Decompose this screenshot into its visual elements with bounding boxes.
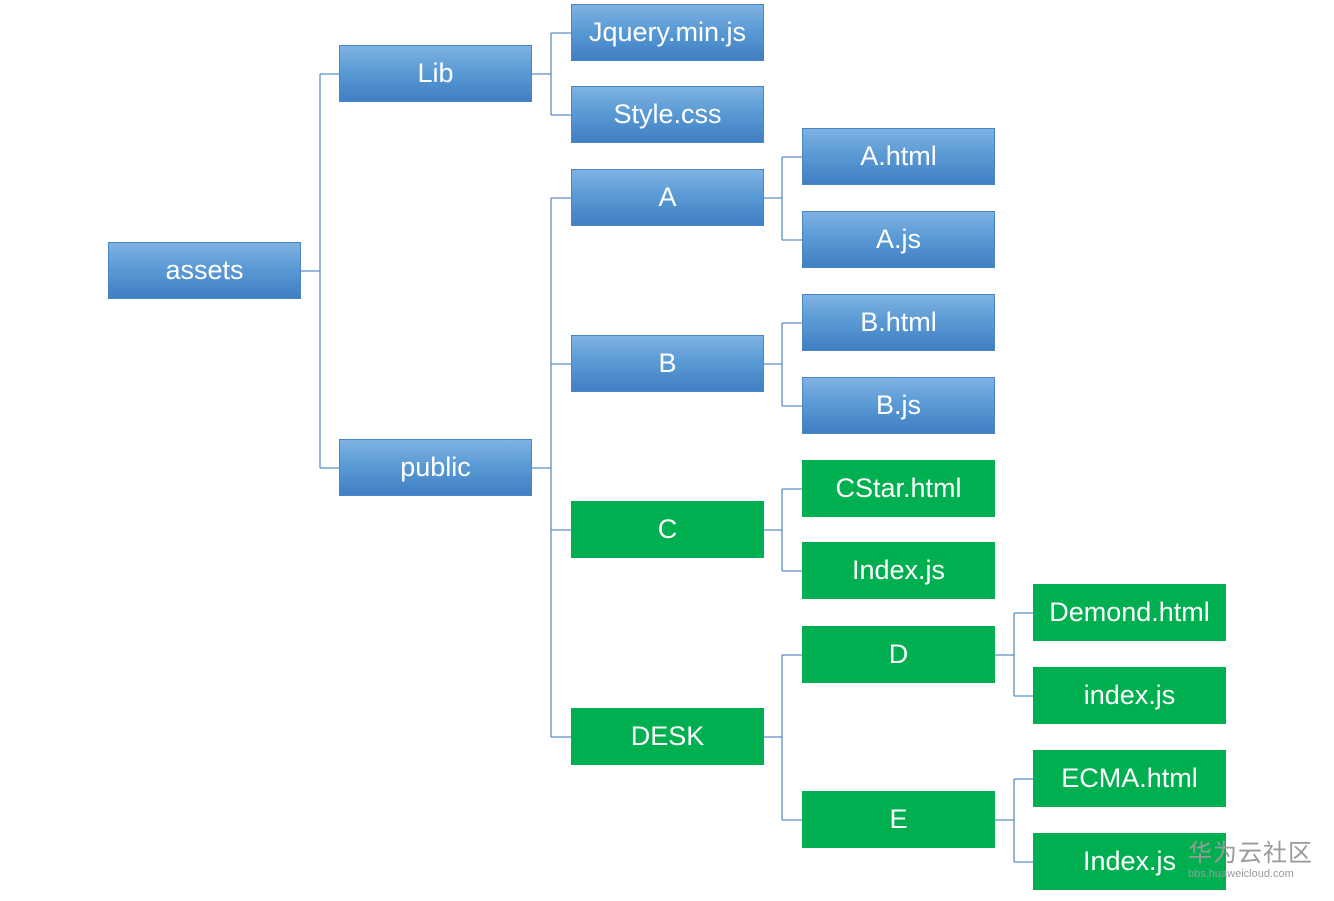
node-b-js: B.js [802,377,995,434]
node-c: C [571,501,764,558]
node-demond-html: Demond.html [1033,584,1226,641]
node-style-css: Style.css [571,86,764,143]
watermark-url: bbs.huaweicloud.com [1188,868,1294,880]
node-jquery-min-js: Jquery.min.js [571,4,764,61]
node-d: D [802,626,995,683]
node-a-html: A.html [802,128,995,185]
node-d-index-js: index.js [1033,667,1226,724]
node-e-index-js: Index.js [1033,833,1226,890]
node-c-index-js: Index.js [802,542,995,599]
node-e: E [802,791,995,848]
node-a: A [571,169,764,226]
node-b-html: B.html [802,294,995,351]
node-b: B [571,335,764,392]
watermark: 华为云社区 bbs.huaweicloud.com [1188,840,1328,881]
node-public: public [339,439,532,496]
node-assets: assets [108,242,301,299]
node-cstar-html: CStar.html [802,460,995,517]
node-a-js: A.js [802,211,995,268]
watermark-title: 华为云社区 [1188,840,1313,867]
node-ecma-html: ECMA.html [1033,750,1226,807]
node-desk: DESK [571,708,764,765]
node-lib: Lib [339,45,532,102]
